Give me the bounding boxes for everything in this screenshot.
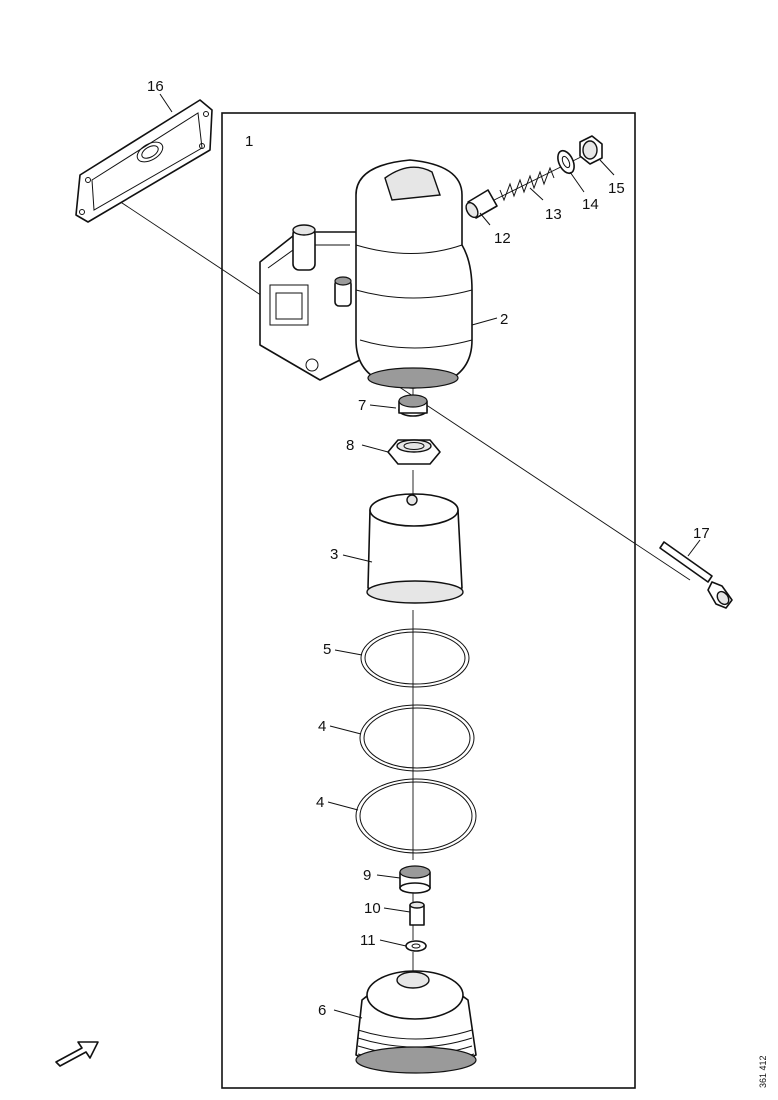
- assembly-label: 1: [245, 133, 253, 150]
- label-4a: 4: [318, 718, 326, 735]
- filter-housing-part: [259, 159, 473, 389]
- label-16: 16: [147, 78, 164, 95]
- valve-part-9: [399, 865, 431, 894]
- bolt-part: [659, 541, 733, 609]
- washer-part: [557, 149, 575, 175]
- label-8: 8: [346, 437, 354, 454]
- direction-arrow-icon: [55, 1041, 99, 1067]
- label-15: 15: [608, 180, 625, 197]
- label-10: 10: [364, 900, 381, 917]
- label-14: 14: [582, 196, 599, 213]
- label-9: 9: [363, 867, 371, 884]
- reference-number: 361 412: [758, 1055, 768, 1088]
- label-17: 17: [693, 525, 710, 542]
- plug-part: [579, 135, 603, 165]
- label-5: 5: [323, 641, 331, 658]
- ring-part-11: [405, 940, 427, 952]
- spring-part: [499, 166, 555, 202]
- valve-part-7: [398, 394, 428, 417]
- assembly-frame: [221, 112, 636, 1089]
- filter-element-part: [366, 493, 464, 604]
- o-ring-part-5: [360, 628, 470, 688]
- label-11: 11: [360, 932, 376, 949]
- pin-part: [409, 901, 425, 926]
- label-13: 13: [545, 206, 562, 223]
- o-ring-part-4b: [355, 778, 477, 854]
- nut-part: [387, 439, 441, 465]
- sleeve-part: [465, 189, 498, 219]
- label-2: 2: [500, 311, 508, 328]
- leader-lines: [159, 93, 701, 1019]
- o-ring-part-4a: [359, 704, 475, 772]
- filter-cover-part: [355, 970, 477, 1074]
- label-3: 3: [330, 546, 338, 563]
- label-4b: 4: [316, 794, 324, 811]
- label-6: 6: [318, 1002, 326, 1019]
- label-7: 7: [358, 397, 366, 414]
- gasket-part: [75, 99, 213, 223]
- label-12: 12: [494, 230, 511, 247]
